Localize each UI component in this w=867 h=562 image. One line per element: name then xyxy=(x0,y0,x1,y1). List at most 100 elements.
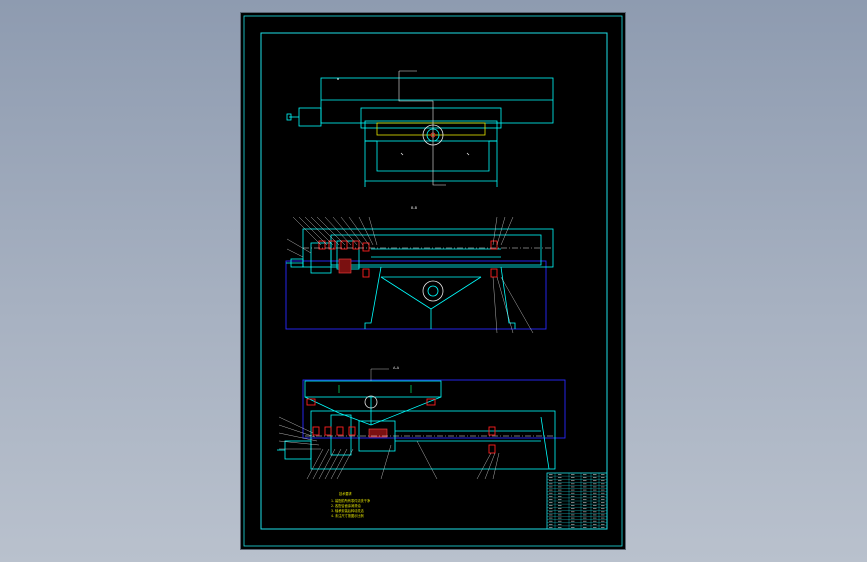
title-block-text-mark xyxy=(593,492,597,494)
section-view-1: B-B xyxy=(285,206,554,334)
leaders-2 xyxy=(278,368,500,480)
title-block-text-mark xyxy=(558,520,562,522)
title-block-text-mark xyxy=(558,474,562,475)
title-block-text-mark xyxy=(583,520,587,522)
title-block-text-mark xyxy=(571,489,575,491)
title-block-text-mark xyxy=(583,517,587,519)
title-block-text-mark xyxy=(549,480,553,482)
title-block-text-mark xyxy=(593,477,597,478)
title-block-text-mark xyxy=(601,483,605,485)
title-block-text-mark xyxy=(558,511,562,513)
title-block-text-mark xyxy=(583,505,587,506)
title-block-text-mark xyxy=(601,499,605,500)
section-view-2: A-A xyxy=(277,366,566,480)
note-line: 2. 各配合面涂润滑油 xyxy=(331,503,361,508)
note-line: 4. 未注尺寸按图示比例 xyxy=(331,513,364,518)
title-block-text-mark xyxy=(601,520,605,522)
title-block-text-mark xyxy=(593,486,597,488)
title-block-text-mark xyxy=(571,486,575,488)
top-view-centerlines xyxy=(398,70,446,186)
title-block-text-mark xyxy=(558,508,562,510)
title-block-text-mark xyxy=(571,517,575,519)
title-block-text-mark xyxy=(583,511,587,513)
title-block-text-mark xyxy=(593,508,597,510)
title-block-text-mark xyxy=(549,474,553,475)
title-block-text-mark xyxy=(583,483,587,485)
title-block-text-mark xyxy=(549,527,553,528)
title-block-text-mark xyxy=(601,505,605,506)
top-view xyxy=(286,77,554,187)
hatch-block-1 xyxy=(338,258,352,274)
title-block-text-mark xyxy=(571,474,575,475)
title-block-text-mark xyxy=(593,489,597,491)
drawing-frame xyxy=(260,32,608,530)
title-block-text-mark xyxy=(571,523,575,525)
title-block-text-mark xyxy=(583,499,587,500)
title-block-text-mark xyxy=(583,474,587,475)
title-block-text-mark xyxy=(601,527,605,528)
title-block-text-mark xyxy=(593,511,597,513)
title-block-text-mark xyxy=(583,527,587,528)
title-block-text-mark xyxy=(593,480,597,482)
title-block-text-mark xyxy=(593,527,597,528)
section-box-2 xyxy=(302,379,566,439)
title-block-text-mark xyxy=(593,483,597,485)
title-block-text-mark xyxy=(571,499,575,500)
title-block-text-mark xyxy=(571,527,575,528)
title-block-text-mark xyxy=(601,508,605,510)
title-block-text-mark xyxy=(593,495,597,497)
title-block-text-mark xyxy=(583,489,587,491)
title-block-text-mark xyxy=(601,486,605,488)
title-block-text-mark xyxy=(601,502,605,503)
title-block-text-mark xyxy=(549,492,553,494)
title-block-text-mark xyxy=(571,480,575,482)
title-block-text-mark xyxy=(549,505,553,506)
title-block-text-mark xyxy=(571,520,575,522)
title-block-text-mark xyxy=(558,505,562,506)
title-block-text-mark xyxy=(549,514,553,516)
cad-drawing: B-B xyxy=(243,15,623,547)
title-block-text-mark xyxy=(549,499,553,500)
title-block-text-mark xyxy=(593,520,597,522)
drawing-sheet: B-B xyxy=(241,13,625,549)
title-block-text-mark xyxy=(549,477,553,478)
title-block-text-mark xyxy=(601,511,605,513)
section-label-2: A-A xyxy=(393,366,400,370)
title-block-text-mark xyxy=(558,486,562,488)
title-block-text-mark xyxy=(571,492,575,494)
title-block-text-mark xyxy=(558,489,562,491)
title-block-text-mark xyxy=(558,477,562,478)
section-label-1: B-B xyxy=(411,206,418,210)
title-block-text-mark xyxy=(601,474,605,475)
title-block-text-mark xyxy=(593,502,597,503)
title-block xyxy=(546,472,608,530)
title-block-text-mark xyxy=(593,499,597,500)
title-block-text-mark xyxy=(601,480,605,482)
title-block-text-mark xyxy=(593,517,597,519)
title-block-text-mark xyxy=(571,511,575,513)
title-block-text-mark xyxy=(583,477,587,478)
title-block-text-mark xyxy=(571,477,575,478)
title-block-text-mark xyxy=(583,480,587,482)
title-block-text-mark xyxy=(583,523,587,525)
title-block-text-mark xyxy=(549,495,553,497)
title-block-text-mark xyxy=(549,517,553,519)
title-block-text-mark xyxy=(558,495,562,497)
title-block-text-mark xyxy=(558,517,562,519)
title-block-text-mark xyxy=(601,492,605,494)
title-block-text-mark xyxy=(571,505,575,506)
title-block-text-mark xyxy=(593,514,597,516)
section-box-1 xyxy=(285,260,547,330)
title-block-text-mark xyxy=(601,517,605,519)
title-block-text-mark xyxy=(549,511,553,513)
title-block-text-mark xyxy=(601,523,605,525)
title-block-text-mark xyxy=(558,480,562,482)
notes-title: 技术要求 xyxy=(339,491,353,496)
title-block-text-mark xyxy=(549,483,553,485)
title-block-text-mark xyxy=(583,502,587,503)
title-block-text-mark xyxy=(571,508,575,510)
note-line: 1. 装配前所有零件清洗干净 xyxy=(331,498,371,503)
title-block-text-mark xyxy=(549,523,553,525)
title-block-text-mark xyxy=(583,508,587,510)
title-block-text-mark xyxy=(601,514,605,516)
